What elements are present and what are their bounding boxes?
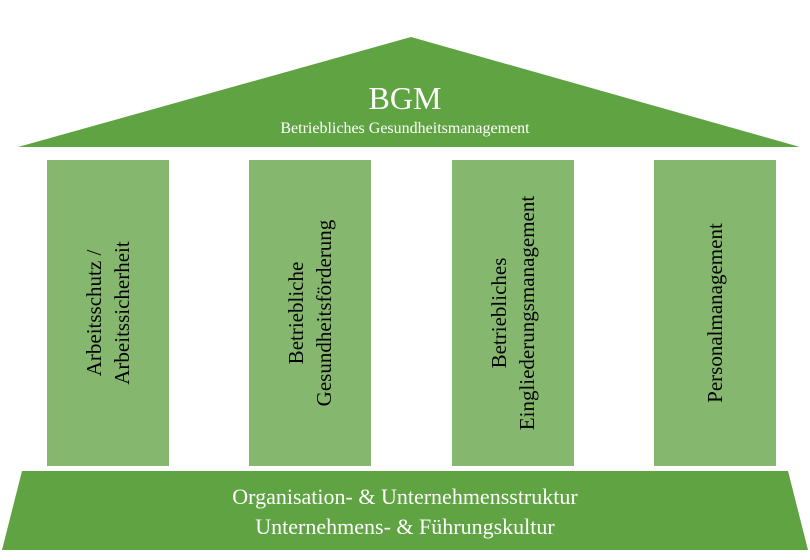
pillar-arbeitsschutz: Arbeitsschutz / Arbeitssicherheit <box>47 160 169 466</box>
pillar-label: Personalmanagement <box>701 163 729 463</box>
pillar-label-line2: Eingliederungsmanagement <box>515 195 539 431</box>
pillar-label: Betriebliche Gesundheitsförderung <box>282 163 338 463</box>
pillar-personalmanagement: Personalmanagement <box>654 160 776 466</box>
pillar-label-line2: Arbeitssicherheit <box>110 241 134 385</box>
pillar-label-line2: Gesundheitsförderung <box>312 219 336 407</box>
roof-subtitle: Betriebliches Gesundheitsmanagement <box>280 120 530 137</box>
pillar-label: Arbeitsschutz / Arbeitssicherheit <box>80 163 136 463</box>
foundation-shape <box>2 471 808 550</box>
pillar-gesundheitsfoerderung: Betriebliche Gesundheitsförderung <box>249 160 371 466</box>
pillar-eingliederungsmanagement: Betriebliches Eingliederungsmanagement <box>452 160 574 466</box>
pillar-label-line1: Betriebliche <box>284 261 308 365</box>
roof-title: BGM <box>368 80 442 116</box>
foundation-line2: Unternehmens- & Führungskultur <box>255 514 555 539</box>
pillar-label: Betriebliches Eingliederungsmanagement <box>485 163 541 463</box>
pillar-label-line1: Arbeitsschutz / <box>82 249 106 377</box>
foundation-line1: Organisation- & Unternehmensstruktur <box>232 484 578 509</box>
roof-shape <box>18 37 800 147</box>
pillar-label-line1: Personalmanagement <box>703 223 727 403</box>
pillar-label-line1: Betriebliches <box>487 257 511 369</box>
